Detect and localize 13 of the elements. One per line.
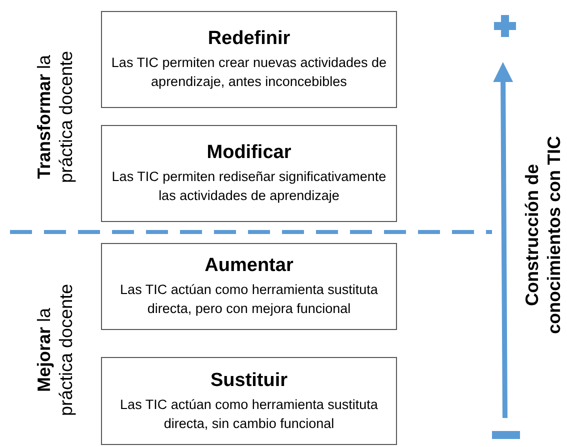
level-description: Las TIC permiten crear nuevas actividades de aprendizaje, antes inconcebibles <box>110 54 388 91</box>
level-box <box>101 11 397 108</box>
level-box <box>101 357 397 445</box>
level-description: Las TIC actúan como herramienta sustituta directa, sin cambio funcional <box>119 396 379 432</box>
level-title: Redefinir <box>208 28 290 50</box>
level-title: Aumentar <box>204 255 294 277</box>
level-title: Sustituir <box>210 370 288 392</box>
level-description: Las TIC permiten rediseñar significativamente las actividades de aprendizaje <box>110 168 388 205</box>
level-box <box>101 125 397 222</box>
level-box <box>101 243 397 330</box>
level-title: Modificar <box>206 142 292 164</box>
rotated-label: Construcción de conocimientos con TIC <box>521 134 565 336</box>
level-description: Las TIC actúan como herramienta sustituta directa, pero con mejora funcional <box>119 281 379 318</box>
